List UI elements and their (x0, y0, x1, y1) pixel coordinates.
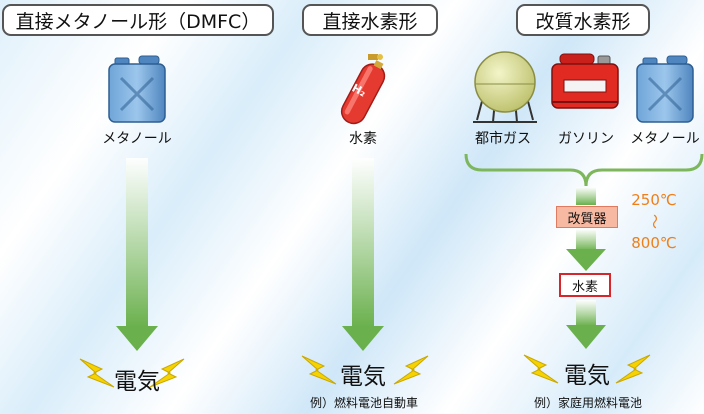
header-dmfc: 直接メタノール形（DMFC） (2, 4, 274, 36)
electricity-right: 電気 (564, 363, 610, 389)
jerrycan-icon (108, 55, 166, 123)
label-hydrogen: 水素 (349, 131, 377, 147)
label-methanol-left: メタノール (102, 131, 172, 147)
example-fuel-cell-car: 例）燃料電池自動車 (309, 396, 418, 410)
arrow-middle (342, 158, 384, 351)
reformer-box: 改質器 (556, 206, 618, 228)
grouping-brace (464, 153, 704, 187)
hydrogen-output-box: 水素 (559, 273, 611, 297)
lightning-icon (149, 358, 185, 388)
header-reformed-hydrogen: 改質水素形 (516, 4, 650, 36)
lightning-icon (393, 355, 429, 385)
label-gasoline: ガソリン (558, 131, 614, 147)
lightning-icon (615, 354, 651, 384)
arrow-right-middle (566, 229, 606, 271)
jerrycan-icon (636, 55, 694, 123)
electricity-middle: 電気 (340, 364, 386, 390)
arrow-left (116, 158, 158, 351)
header-direct-hydrogen: 直接水素形 (302, 4, 438, 36)
lightning-icon (523, 354, 559, 384)
hydrogen-cylinder-icon (340, 54, 386, 125)
temp-high: 250℃ (631, 191, 677, 209)
gas-holder-icon (473, 51, 537, 123)
lightning-icon (301, 355, 337, 385)
arrow-right-lower (566, 300, 606, 349)
gasoline-can-icon (551, 53, 619, 109)
example-home-fuel-cell: 例）家庭用燃料電池 (533, 396, 642, 410)
lightning-icon (79, 358, 115, 388)
electricity-left: 電気 (114, 369, 160, 395)
label-methanol-right: メタノール (630, 131, 700, 147)
temp-low: 800℃ (631, 234, 677, 252)
label-city-gas: 都市ガス (475, 131, 531, 147)
arrow-right-upper (576, 187, 596, 205)
